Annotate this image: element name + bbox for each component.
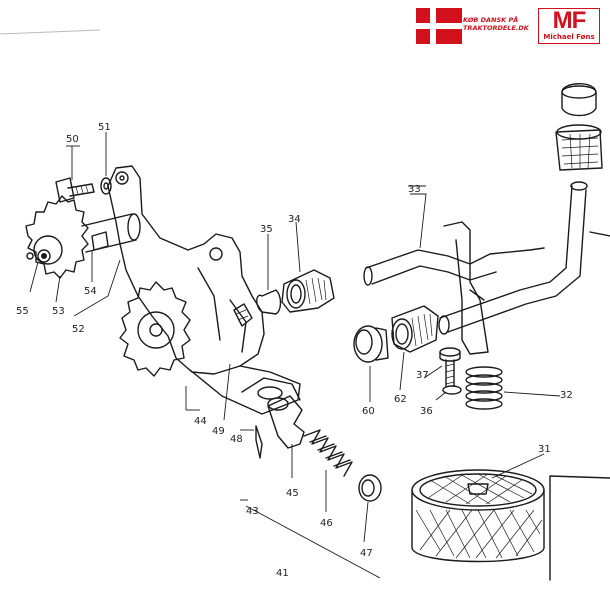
label-36: 36 — [420, 406, 433, 417]
edge-line — [589, 231, 610, 237]
part-labels: 50 51 55 53 54 52 35 34 33 44 49 48 45 4… — [16, 122, 573, 579]
label-44: 44 — [194, 416, 207, 427]
part-bolt-50 — [55, 177, 95, 203]
label-49: 49 — [212, 426, 225, 437]
part-ball-35 — [256, 289, 282, 315]
label-45: 45 — [286, 488, 299, 499]
part-gear-53 — [25, 195, 89, 279]
part-spring-46 — [303, 429, 353, 477]
part-suction-pipe-33 — [363, 181, 588, 355]
part-pump-body — [107, 165, 301, 415]
label-43: 43 — [246, 506, 259, 517]
label-52: 52 — [72, 324, 85, 335]
label-33: 33 — [408, 184, 421, 195]
edge-bracket — [549, 475, 610, 581]
part-ring-60 — [353, 325, 389, 363]
label-54: 54 — [84, 286, 97, 297]
part-shaft-54 — [81, 213, 141, 253]
part-union-nut-62 — [391, 305, 439, 353]
label-46: 46 — [320, 518, 333, 529]
part-union-nut-34 — [281, 269, 335, 313]
part-plunger-45 — [267, 395, 305, 449]
mf-logo-text: MF — [552, 7, 587, 34]
part-cap-47 — [358, 474, 382, 502]
part-gear-driven — [119, 281, 191, 377]
scan-mark — [0, 29, 101, 35]
part-spring-32 — [465, 366, 503, 410]
label-37: 37 — [416, 370, 429, 381]
label-48: 48 — [230, 434, 243, 445]
brand-tagline-line2: TRAKTORDELE.DK — [463, 24, 529, 32]
label-41: 41 — [276, 568, 289, 579]
brand-logo: KØB DANSK PÅ TRAKTORDELE.DK MF Michael F… — [416, 8, 602, 46]
danish-flag-icon — [416, 8, 462, 44]
mf-logo-subtitle: Michael Føns — [543, 33, 595, 41]
label-32: 32 — [560, 390, 573, 401]
brand-tagline-line1: KØB DANSK PÅ — [463, 16, 519, 24]
part-strainer-cap — [555, 83, 603, 171]
label-60: 60 — [362, 406, 375, 417]
label-47: 47 — [360, 548, 373, 559]
label-51: 51 — [98, 122, 111, 133]
label-53: 53 — [52, 306, 65, 317]
label-62: 62 — [394, 394, 407, 405]
brand-tagline: KØB DANSK PÅ TRAKTORDELE.DK — [463, 16, 535, 32]
label-50: 50 — [66, 134, 79, 145]
mf-logo: MF Michael Føns — [538, 8, 600, 44]
leader-lines — [29, 132, 561, 579]
label-34: 34 — [288, 214, 301, 225]
label-35: 35 — [260, 224, 273, 235]
part-screw-37 — [439, 347, 461, 387]
part-strainer-31 — [411, 469, 545, 563]
part-pin-48 — [255, 425, 263, 459]
part-washer-36 — [442, 385, 462, 395]
label-55: 55 — [16, 306, 29, 317]
label-31: 31 — [538, 444, 551, 455]
